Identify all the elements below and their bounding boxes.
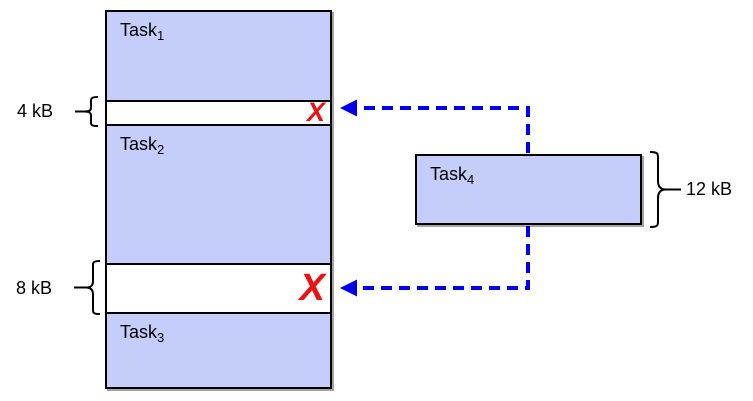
arrow-to-4kb-gap <box>340 99 530 153</box>
brace-8kb <box>74 259 101 316</box>
task2-subscript: 2 <box>157 142 165 157</box>
task4-block: Task4 <box>415 154 642 225</box>
gap-4kb-size-label: 4 kB <box>17 101 54 121</box>
task2-label: Task2 <box>120 134 165 157</box>
memory-column: Task1 X Task2 X Task3 <box>105 10 332 389</box>
task1-subscript: 1 <box>157 28 165 43</box>
brace-4kb <box>75 95 99 128</box>
task4-label: Task4 <box>430 164 475 187</box>
task4-size-label: 12 kB <box>686 179 733 199</box>
task2-block: Task2 <box>107 126 330 265</box>
reject-cross-4kb-icon: X <box>306 96 325 127</box>
arrow-to-8kb-gap <box>340 226 530 297</box>
gap-8kb: X <box>107 265 330 314</box>
task3-label: Task3 <box>120 322 165 345</box>
gap-4kb: X <box>107 96 330 127</box>
task1-label: Task1 <box>120 20 165 43</box>
brace-12kb <box>649 150 681 229</box>
reject-cross-8kb-icon: X <box>299 266 325 309</box>
gap-8kb-size-label: 8 kB <box>16 278 53 298</box>
task4-subscript: 4 <box>467 172 475 187</box>
task3-subscript: 3 <box>157 330 165 345</box>
task1-block: Task1 <box>107 12 330 102</box>
task3-block: Task3 <box>107 314 330 387</box>
